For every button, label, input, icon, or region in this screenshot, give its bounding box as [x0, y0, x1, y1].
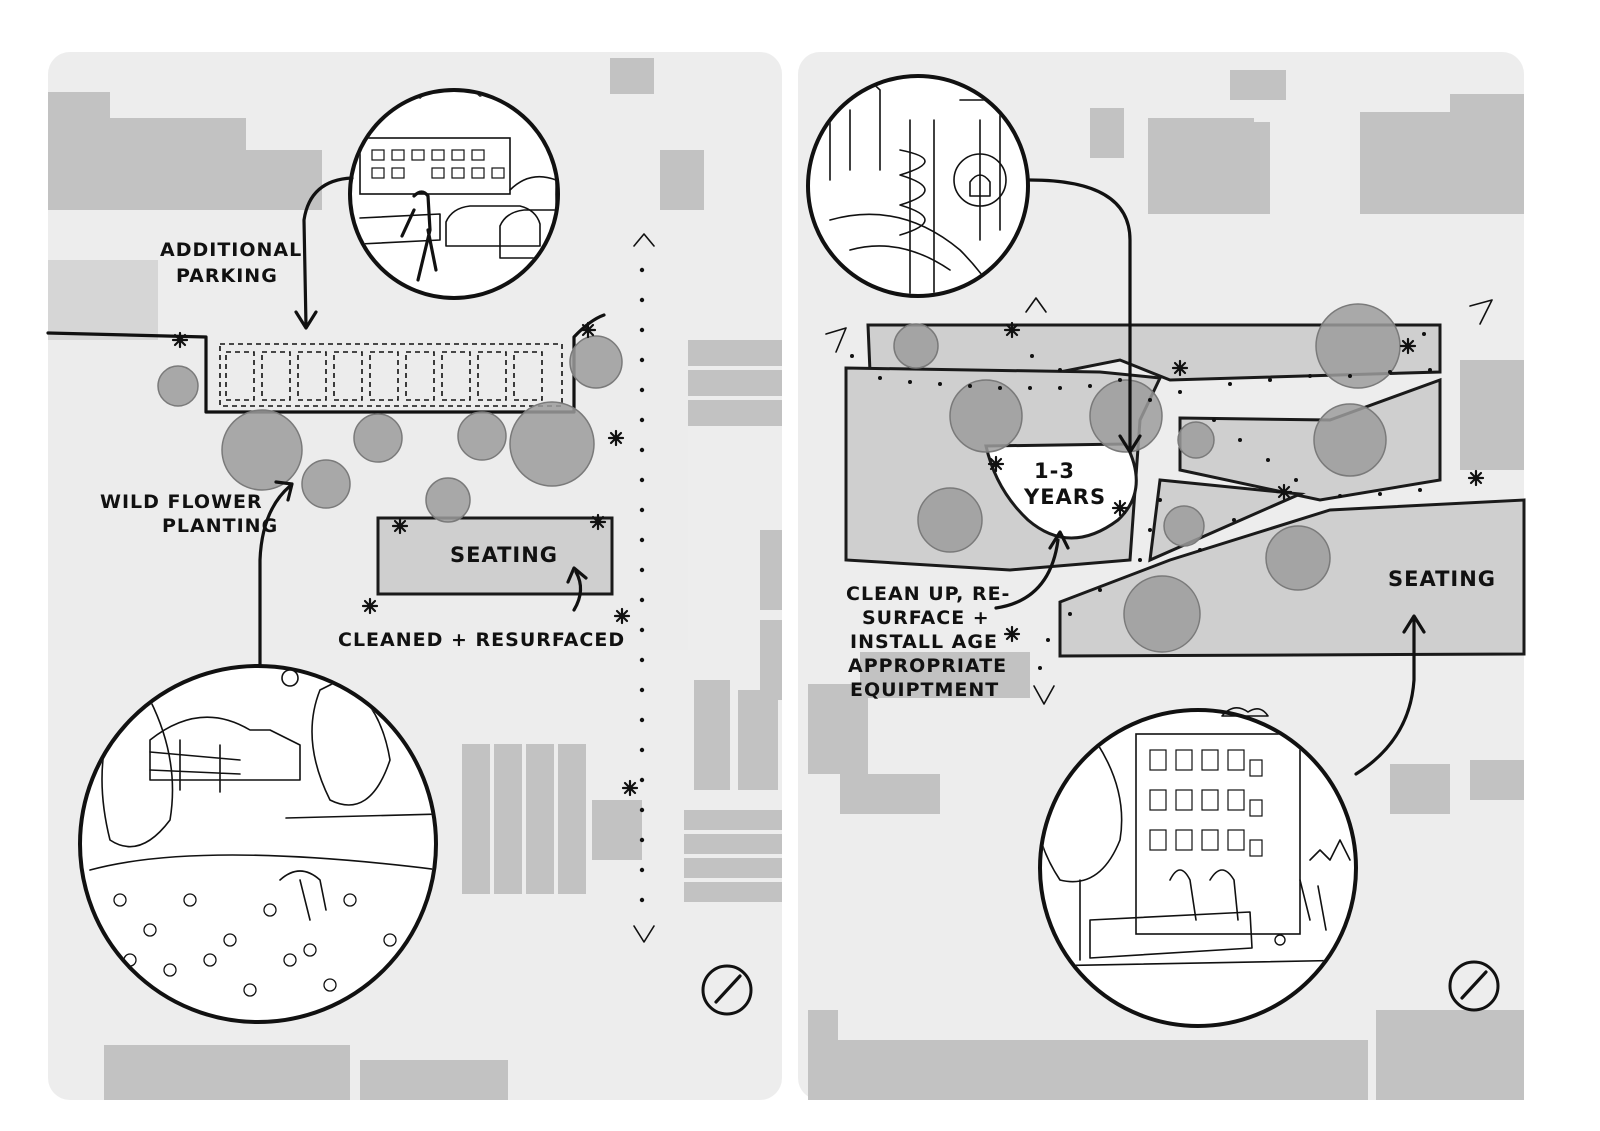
timeline-label-line2: YEARS	[1023, 485, 1106, 509]
asterisk-marker-icon	[1003, 321, 1021, 339]
seating-callout-arrow-right	[1354, 616, 1416, 776]
tree-icon	[949, 379, 1023, 453]
asterisk-marker-icon	[1171, 359, 1189, 377]
tree-icon	[893, 323, 939, 369]
cleanup-arrowhead	[1048, 530, 1070, 550]
direction-chevron-icon	[1025, 297, 1047, 313]
left-asterisk-markers	[171, 321, 639, 797]
parking-callout-arrow	[302, 176, 354, 328]
asterisk-marker-icon	[1399, 337, 1417, 355]
right-dotted-paths	[850, 332, 1432, 670]
playground-arrowhead	[1118, 434, 1142, 454]
asterisk-marker-icon	[621, 779, 639, 797]
tree-icon	[1313, 403, 1387, 477]
parking-vignette	[348, 88, 560, 300]
tree-icon	[569, 335, 623, 389]
left-dotted-route	[639, 267, 645, 903]
left-panel: ADDITIONAL PARKING WILD FLOWER PLANTING …	[46, 52, 782, 1100]
cleanup-label-line5: EQUIPTMENT	[850, 679, 999, 701]
asterisk-marker-icon	[391, 517, 409, 535]
direction-chevron-icon	[1469, 299, 1493, 325]
direction-chevron-icon	[1033, 685, 1055, 705]
cleaned-resurfaced-label: CLEANED + RESURFACED	[338, 629, 625, 651]
parking-arrowhead	[294, 310, 318, 330]
wildflower-arrowhead	[274, 480, 294, 502]
play-area	[984, 442, 1138, 540]
right-seating-label: SEATING	[1388, 567, 1496, 591]
asterisk-marker-icon	[1275, 483, 1293, 501]
left-seating-label: SEATING	[450, 543, 558, 567]
cleanup-label-line3: INSTALL AGE	[850, 631, 998, 653]
tree-icon	[1123, 575, 1201, 653]
cleanup-label-line4: APPROPRIATE	[848, 655, 1007, 677]
tree-icon	[1163, 505, 1205, 547]
timeline-label-line1: 1-3	[1034, 459, 1075, 483]
asterisk-marker-icon	[613, 607, 631, 625]
cleanup-label-line1: CLEAN UP, RE-	[846, 583, 1010, 605]
right-trees	[893, 303, 1401, 653]
wild-flower-label-line1: WILD FLOWER	[100, 491, 263, 513]
asterisk-marker-icon	[607, 429, 625, 447]
asterisk-marker-icon	[1111, 499, 1129, 517]
asterisk-marker-icon	[987, 455, 1005, 473]
seating-arrowhead	[566, 566, 588, 584]
parking-bays	[219, 343, 563, 407]
cloud-icon	[1221, 707, 1269, 717]
right-asterisk-markers	[987, 321, 1485, 643]
tree-icon	[353, 413, 403, 463]
tree-icon	[509, 401, 595, 487]
asterisk-marker-icon	[361, 597, 379, 615]
tree-icon	[1089, 379, 1163, 453]
north-arrow-icon	[701, 964, 753, 1016]
tree-icon	[1265, 525, 1331, 591]
tree-icon	[157, 365, 199, 407]
seating-callout-arrow	[572, 570, 583, 612]
additional-parking-label-line2: PARKING	[176, 265, 278, 287]
tree-icon	[457, 411, 507, 461]
asterisk-marker-icon	[1467, 469, 1485, 487]
bench-vignette	[1038, 707, 1358, 1028]
tree-icon	[1177, 421, 1215, 459]
playground-callout-arrow	[1028, 178, 1132, 452]
tree-icon	[425, 477, 471, 523]
wildflower-vignette	[78, 664, 438, 1024]
tree-icon	[1315, 303, 1401, 389]
cleanup-label-line2: SURFACE +	[862, 607, 990, 629]
wildflower-callout-arrow	[258, 484, 292, 668]
direction-chevron-icon	[633, 925, 655, 943]
right-panel: 1-3 YEARS SEATING CLEAN UP, RE- SURFACE …	[798, 52, 1526, 1100]
asterisk-marker-icon	[589, 513, 607, 531]
north-arrow-icon	[1448, 960, 1500, 1012]
left-plaza	[48, 340, 688, 650]
additional-parking-label-line1: ADDITIONAL	[160, 239, 302, 261]
left-seating-area	[376, 516, 614, 596]
seating-arrowhead-right	[1402, 614, 1426, 634]
tree-icon	[221, 409, 303, 491]
asterisk-marker-icon	[579, 321, 597, 339]
left-trees	[157, 335, 623, 523]
tree-icon	[917, 487, 983, 553]
direction-chevron-icon	[825, 327, 847, 353]
right-buildings	[808, 70, 1524, 1100]
direction-chevron-icon	[633, 233, 655, 247]
tree-icon	[301, 459, 351, 509]
asterisk-marker-icon	[1003, 625, 1021, 643]
cleanup-callout-arrow	[994, 538, 1060, 610]
wild-flower-label-line2: PLANTING	[162, 515, 278, 537]
asterisk-marker-icon	[171, 331, 189, 349]
